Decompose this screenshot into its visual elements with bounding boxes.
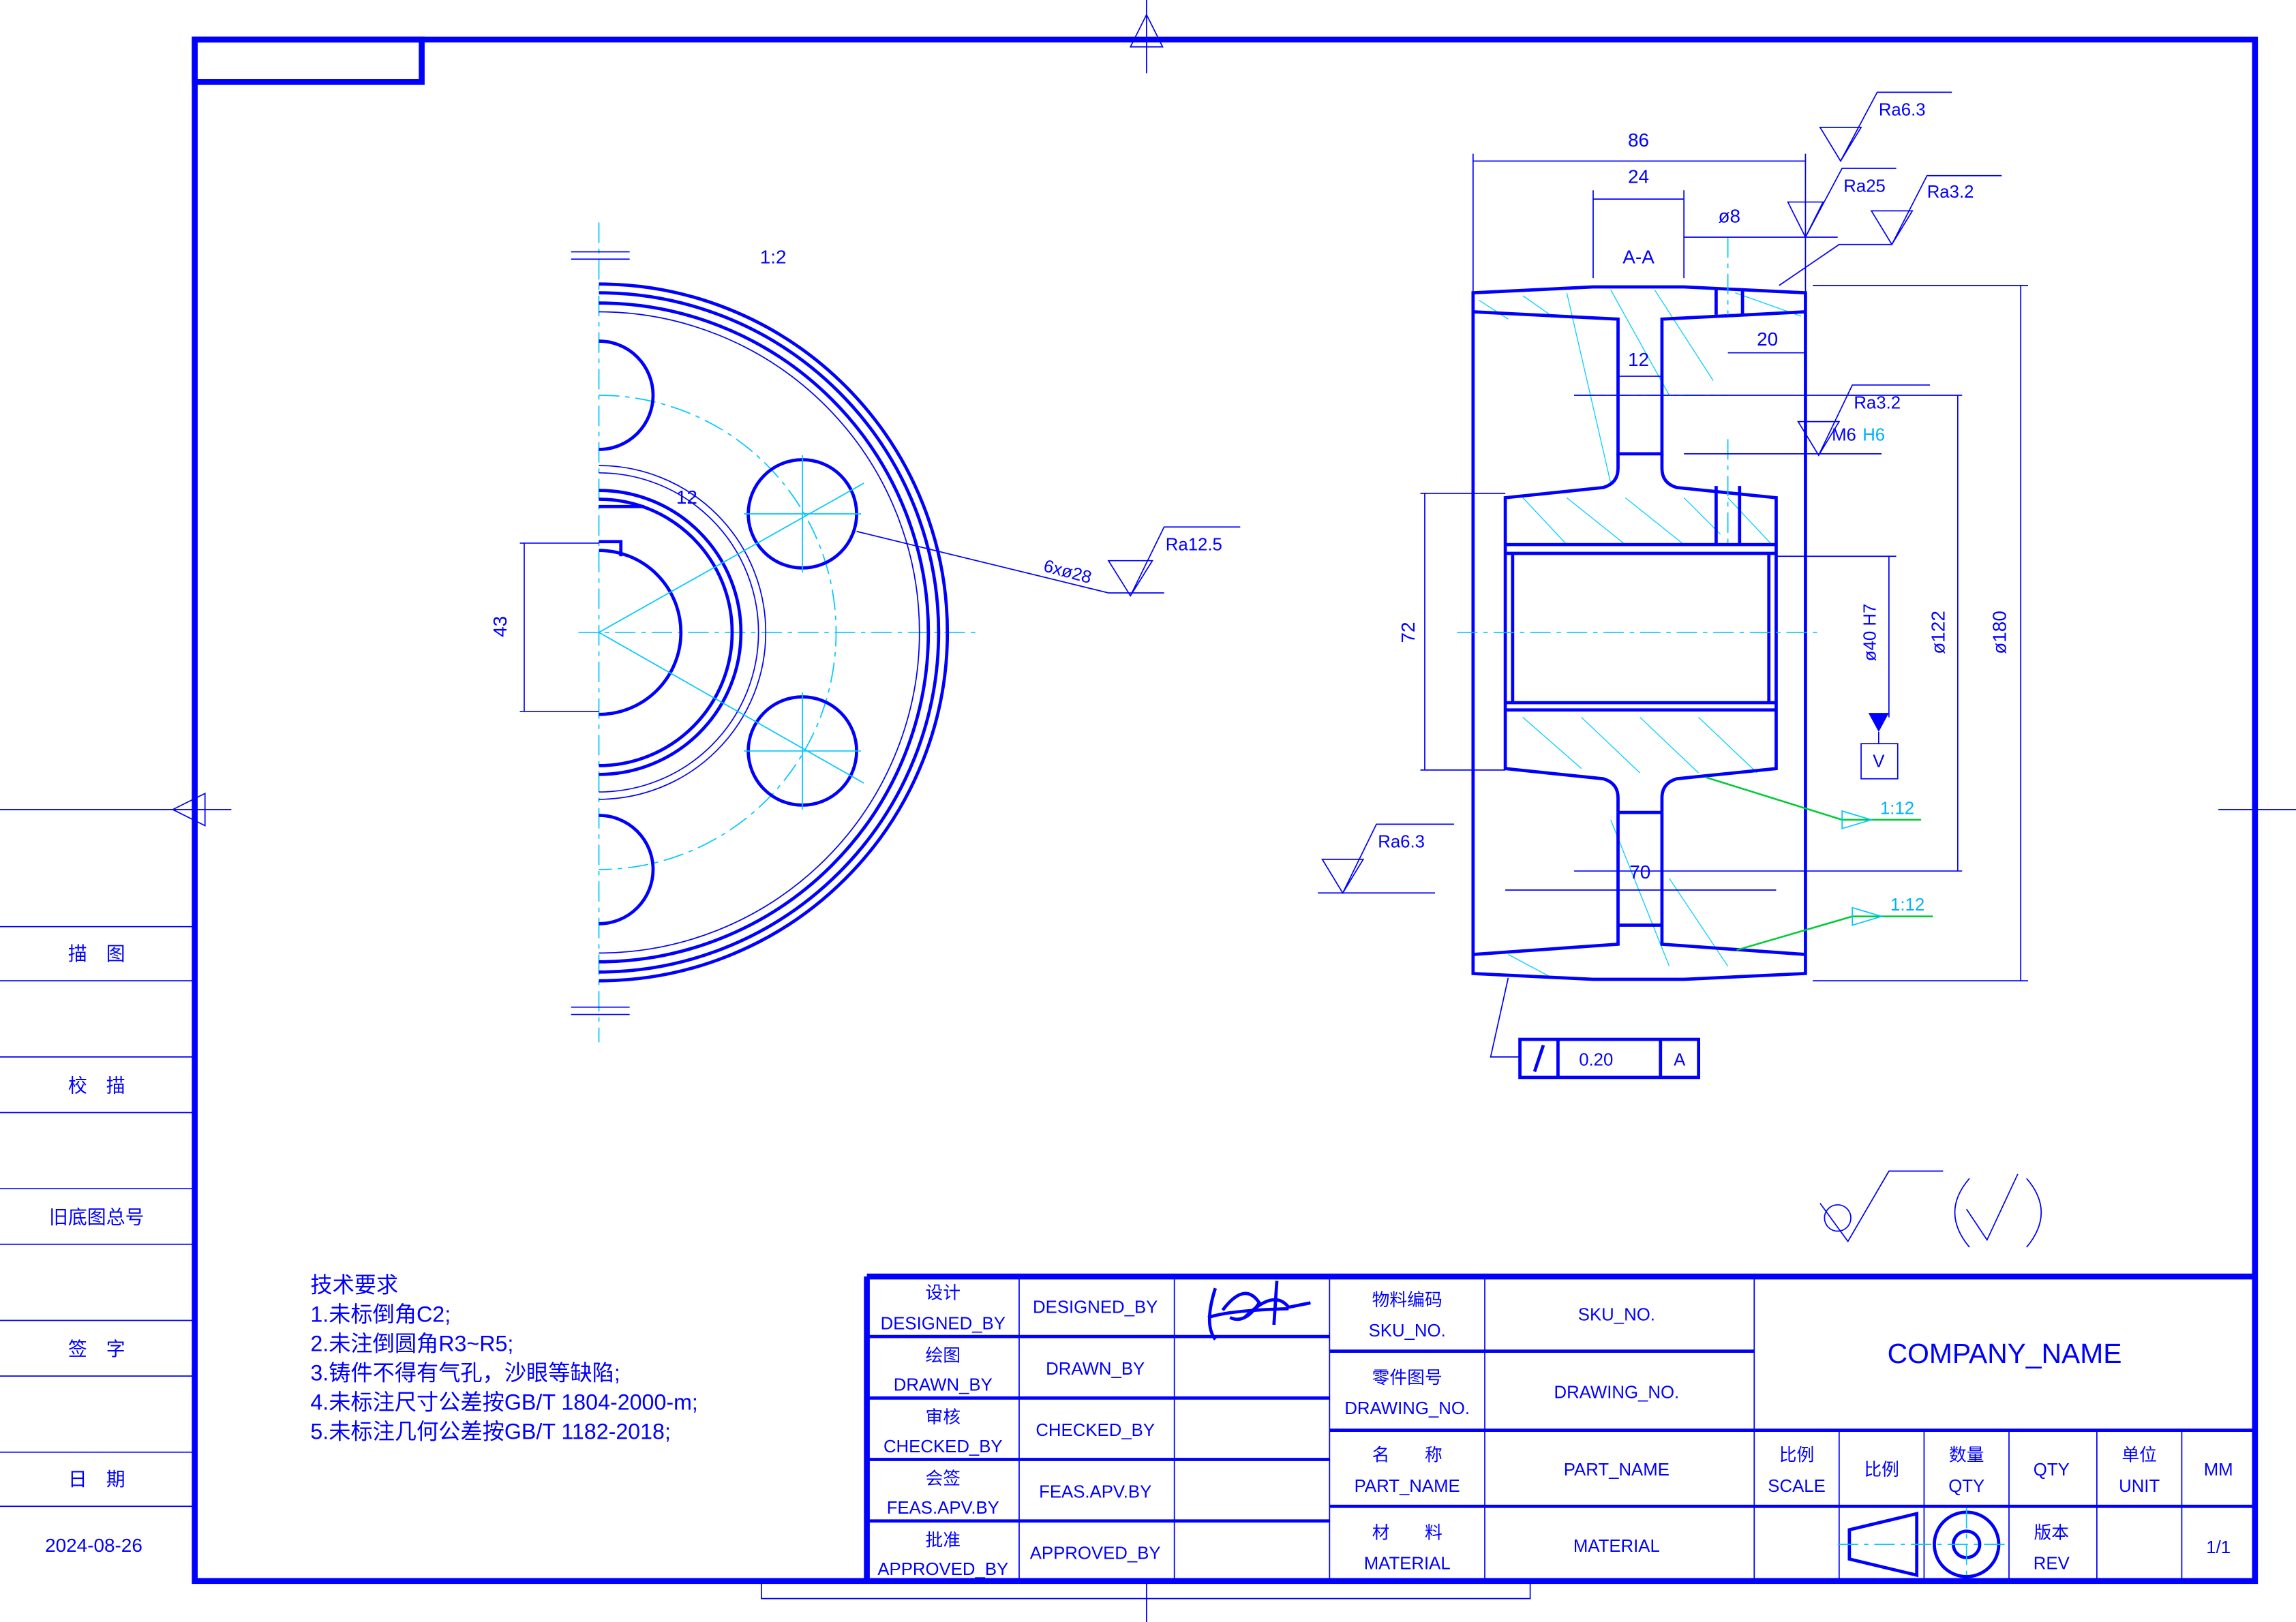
roughness-ra12-5: Ra12.5 [1166, 536, 1222, 555]
technical-requirements: 技术要求 1.未标倒角C2; 2.未注倒圆角R3~R5; 3.铸件不得有气孔，沙… [310, 1273, 698, 1444]
tech-item: 4.未标注尺寸公差按GB/T 1804-2000-m; [310, 1390, 698, 1415]
roughness-ra3-2: Ra3.2 [1927, 183, 1974, 202]
part-name-label-cn: 名 称 [1372, 1445, 1442, 1465]
label-old-drawing-no: 旧底图总号 [49, 1207, 145, 1228]
date-value: 2024-08-26 [45, 1535, 142, 1556]
center-mark-left [0, 792, 232, 827]
thread-tolerance: H6 [1862, 426, 1885, 445]
label-check-trace: 校 描 [68, 1075, 125, 1096]
qty-label-cn: 数量 [1949, 1445, 1984, 1465]
drawn-by-value: DRAWN_BY [1046, 1360, 1145, 1379]
label-signature: 签 字 [68, 1338, 125, 1360]
rev-label-en: REV [2034, 1555, 2070, 1574]
roughness-ra6-3-top: Ra6.3 [1879, 101, 1926, 120]
role-cn: 会签 [926, 1469, 961, 1488]
role-en: CHECKED_BY [883, 1437, 1003, 1456]
role-en: FEAS.APV.BY [887, 1499, 999, 1518]
dim-phi180: ø180 [1989, 611, 2010, 654]
label-date: 日 期 [68, 1469, 125, 1490]
roughness-ra3-2-thread: Ra3.2 [1854, 393, 1901, 412]
unit-label-cn: 单位 [2121, 1445, 2157, 1465]
rev-label-cn: 版本 [2034, 1523, 2070, 1543]
role-en: DRAWN_BY [894, 1376, 993, 1395]
sku-value: SKU_NO. [1578, 1305, 1655, 1324]
tech-item: 3.铸件不得有气孔，沙眼等缺陷; [310, 1361, 620, 1386]
part-name-label-en: PART_NAME [1355, 1477, 1460, 1496]
dim-phi122: ø122 [1927, 611, 1948, 654]
projection-symbol-icon [1837, 1508, 2009, 1581]
front-view: 43 12 1:2 6xø28 Ra12.5 [489, 222, 1241, 1043]
scale-label-cn: 比例 [1779, 1445, 1815, 1465]
center-marks [761, 808, 2296, 1622]
designed-by-value: DESIGNED_BY [1033, 1298, 1158, 1317]
part-name-value: PART_NAME [1564, 1460, 1670, 1480]
dim-12: 12 [1628, 349, 1649, 370]
dim-12-key: 12 [676, 487, 697, 508]
dim-24: 24 [1628, 166, 1649, 187]
left-panel: 描 图 校 描 旧底图总号 签 字 日 期 2024-08-26 [0, 925, 195, 1556]
qty-value: QTY [2034, 1460, 2070, 1480]
feas-apv-value: FEAS.APV.BY [1039, 1482, 1151, 1501]
title-block: 设计 DESIGNED_BY DESIGNED_BY 绘图 DRAWN_BY D… [864, 1273, 2255, 1581]
drawing-no-label-en: DRAWING_NO. [1344, 1399, 1470, 1418]
company-name: COMPANY_NAME [1888, 1338, 2122, 1369]
role-en: DESIGNED_BY [881, 1314, 1006, 1333]
drawing-no-label-cn: 零件图号 [1372, 1368, 1442, 1388]
role-en: APPROVED_BY [877, 1560, 1008, 1579]
taper-2: 1:12 [1890, 896, 1924, 915]
tech-title: 技术要求 [310, 1273, 398, 1298]
sku-label-en: SKU_NO. [1369, 1321, 1446, 1341]
material-value: MATERIAL [1573, 1537, 1660, 1556]
taper-1: 1:12 [1880, 799, 1914, 818]
scale-label-en: SCALE [1768, 1477, 1826, 1496]
role-cn: 绘图 [926, 1346, 961, 1366]
dim-70: 70 [1629, 861, 1650, 883]
roughness-ra6-3-left: Ra6.3 [1378, 833, 1425, 852]
drawing-no-value: DRAWING_NO. [1554, 1383, 1679, 1402]
approved-by-value: APPROVED_BY [1030, 1544, 1161, 1563]
unit-label-en: UNIT [2119, 1477, 2160, 1496]
tech-item: 1.未标倒角C2; [310, 1302, 451, 1327]
dim-43: 43 [489, 616, 511, 637]
runout-datum: A [1674, 1051, 1686, 1070]
label-trace: 描 图 [68, 943, 125, 964]
qty-label-en: QTY [1948, 1477, 1984, 1496]
datum-v: V [1873, 752, 1885, 771]
roughness-ra25: Ra25 [1843, 177, 1886, 196]
drawing-border [192, 36, 2259, 1585]
dim-20: 20 [1757, 328, 1778, 350]
material-label-cn: 材 料 [1372, 1523, 1442, 1543]
sku-label-cn: 物料编码 [1372, 1290, 1442, 1310]
corner-box [192, 36, 425, 85]
dim-phi8: ø8 [1718, 206, 1740, 227]
signature [1207, 1281, 1311, 1341]
dim-phi40: ø40 H7 [1861, 604, 1880, 662]
role-cn: 审核 [926, 1407, 961, 1427]
center-mark-top [1129, 0, 1164, 74]
view-scale: 1:2 [760, 247, 787, 268]
tech-item: 2.未注倒圆角R3~R5; [310, 1332, 513, 1356]
thread-m6: M6 [1832, 426, 1856, 445]
unit-value: MM [2204, 1460, 2233, 1480]
rev-value: 1/1 [2206, 1538, 2231, 1557]
checked-by-value: CHECKED_BY [1036, 1421, 1155, 1440]
general-roughness-symbol [1819, 1170, 2042, 1248]
role-cn: 设计 [926, 1283, 961, 1302]
role-cn: 批准 [926, 1530, 961, 1550]
dim-72: 72 [1398, 622, 1419, 643]
section-view: 86 24 ø8 A-A 12 20 70 72 ø40 H7 ø122 ø18… [1318, 91, 2028, 1080]
material-label-en: MATERIAL [1364, 1555, 1451, 1574]
tech-item: 5.未标注几何公差按GB/T 1182-2018; [310, 1419, 671, 1443]
scale-value: 比例 [1864, 1460, 1899, 1480]
dim-86: 86 [1628, 129, 1649, 151]
section-title: A-A [1622, 247, 1655, 268]
runout-value: 0.20 [1579, 1051, 1613, 1070]
